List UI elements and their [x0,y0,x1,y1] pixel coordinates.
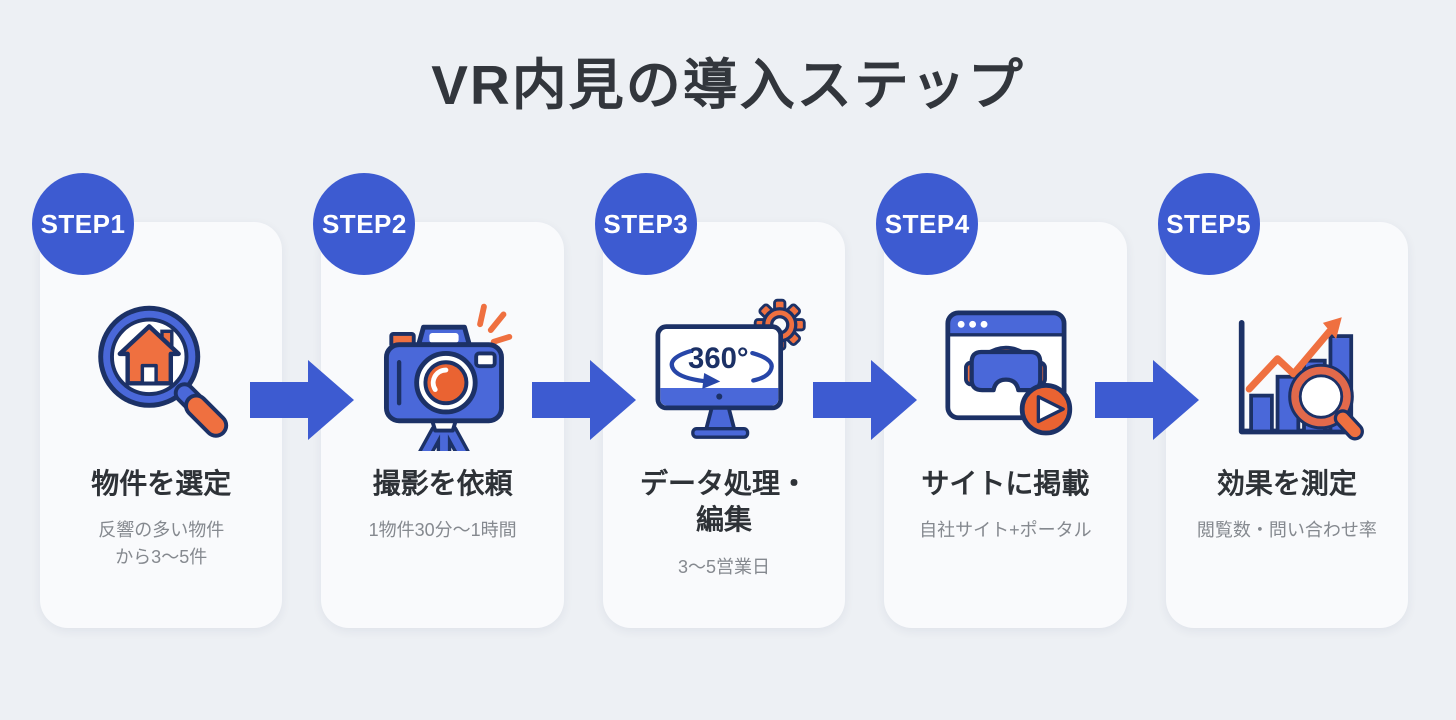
step-badge-label: STEP1 [40,208,126,239]
step-subtitle: 反響の多い物件 から3〜5件 [98,520,225,568]
step-title: 物件を選定 [91,468,232,499]
step-title: 撮影を依頼 [372,468,513,499]
house-search-icon [40,292,282,452]
step-badge-label: STEP4 [884,208,970,239]
step-subtitle: 3〜5営業日 [678,556,771,577]
step-subtitle: 自社サイト+ポータル [919,520,1092,541]
step-badge-label: STEP2 [321,208,407,239]
step-subtitle: 1物件30分〜1時間 [368,520,517,541]
camera-tripod-icon [321,292,563,452]
browser-vr-icon [884,292,1126,452]
next-step-arrow-icon [813,352,918,448]
next-step-arrow-icon [531,352,636,448]
step-badge-label: STEP5 [1166,208,1252,239]
chart-growth-icon [1166,292,1408,452]
step-subtitle: 閲覧数・問い合わせ率 [1196,520,1377,541]
step-card-3: STEP3 [594,173,918,628]
step-badge: STEP2 [313,173,416,275]
svg-text:360°: 360° [688,343,749,375]
step-badge: STEP1 [32,173,134,275]
monitor-360-icon: 360° [603,292,845,452]
step-card-1: STEP1 物件を選定 反響 [32,173,355,628]
step-badge: STEP3 [594,173,697,275]
step-card-4: STEP4 [876,173,1199,628]
step-badge: STEP5 [1157,173,1260,275]
step-title: 効果を測定 [1216,468,1357,499]
step-card-2: STEP2 [313,173,636,628]
step-title: データ処理・ 編集 [640,468,809,536]
step-card-5: STEP5 効果を測定 [1157,173,1409,628]
next-step-arrow-icon [1094,352,1199,448]
next-step-arrow-icon [250,352,355,448]
page-title: VR内見の導入ステップ [431,54,1025,116]
step-badge-label: STEP3 [603,208,689,239]
step-title: サイトに掲載 [921,468,1090,499]
steps-row: STEP1 物件を選定 反響 [32,173,1409,628]
step-badge: STEP4 [876,173,979,275]
